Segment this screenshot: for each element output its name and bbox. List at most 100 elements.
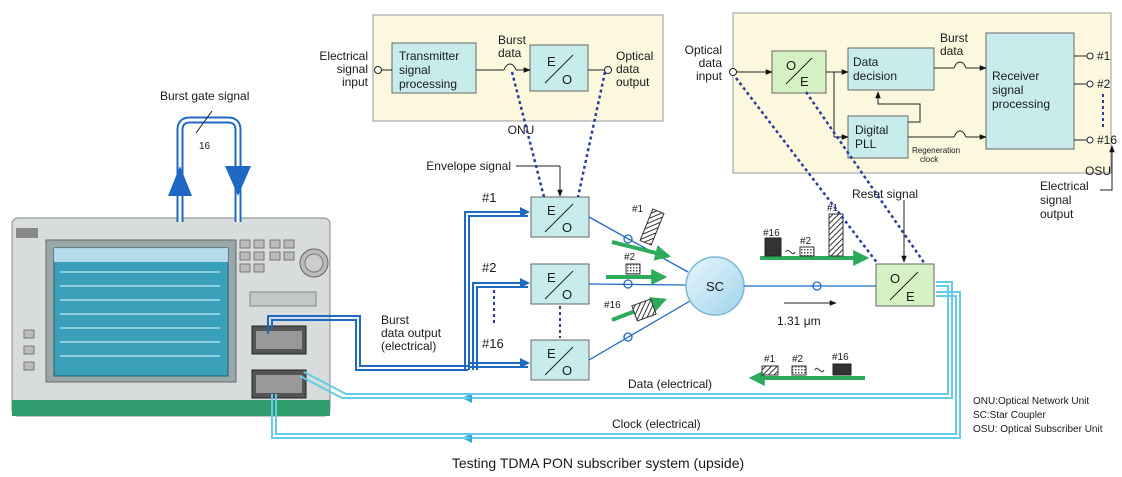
- onu-input-terminal: [374, 66, 382, 74]
- onu-processing-label-2: signal: [399, 63, 430, 77]
- legend-osu: OSU: Optical Subscriber Unit: [973, 424, 1103, 435]
- packet-2-label: #2: [624, 252, 636, 263]
- receiver-label-2: signal: [992, 83, 1023, 97]
- receiver-processing-block: [985, 32, 1075, 150]
- osu-input-label-1: Optical: [685, 43, 722, 57]
- eo16-bottom: O: [562, 363, 572, 378]
- onu-output-terminal: [604, 66, 612, 74]
- osu-clock-switch: [953, 130, 967, 138]
- electrical-output-label-3: output: [1040, 207, 1074, 221]
- packet-1-label: #1: [632, 204, 644, 215]
- burst-data-cable: [267, 207, 530, 371]
- data-decision-block: [847, 47, 935, 91]
- onu-output-label-1: Optical: [616, 49, 653, 63]
- osu-oe-unit-bottom: E: [906, 289, 915, 304]
- burst-gate-label: Burst gate signal: [160, 89, 249, 103]
- packet-16-label: #16: [604, 300, 621, 311]
- train-upper-16: #16: [763, 228, 780, 239]
- eo-converter-1: E O: [530, 196, 590, 238]
- legend-sc: SC:Star Coupler: [973, 410, 1046, 421]
- figure-caption: Testing TDMA PON subscriber system (upsi…: [452, 455, 744, 471]
- burst-output-label-2: data output: [381, 326, 442, 340]
- star-coupler-label: SC: [706, 279, 724, 294]
- osu-output-label-2: #2: [1097, 77, 1111, 91]
- dotted-links: [510, 71, 927, 265]
- instrument-base-strip: [12, 400, 330, 416]
- onu-eo-bottom: O: [562, 72, 572, 87]
- osu-output-label-1: #1: [1097, 49, 1111, 63]
- burst-output-label-1: Burst: [381, 313, 410, 327]
- digital-pll-label-1: Digital: [855, 123, 888, 137]
- osu-input-label-2: data: [699, 56, 723, 70]
- eo16-top: E: [547, 346, 556, 361]
- data-clock-cables: [271, 281, 961, 443]
- osu-oe-unit-top: O: [890, 271, 900, 286]
- osu-output-label-16: #16: [1097, 133, 1117, 147]
- train-upper-2: #2: [800, 236, 812, 247]
- regen-label-2: clock: [920, 155, 939, 164]
- osu-burst-label-1: Burst: [940, 31, 969, 45]
- channel-label-1: #1: [482, 190, 496, 205]
- regen-label-1: Regeneration: [912, 146, 960, 155]
- onu-processing-label-1: Transmitter: [399, 49, 459, 63]
- onu-input-label-3: input: [342, 75, 369, 89]
- gate-arrow-up: [168, 166, 192, 196]
- onu-output-label-2: data: [616, 62, 640, 76]
- onu-panel: Transmitter signal processing E O Burst …: [372, 14, 664, 137]
- osu-name: OSU: [1085, 164, 1111, 178]
- digital-pll-label-2: PLL: [855, 137, 877, 151]
- data-decision-label-2: decision: [853, 69, 897, 83]
- train-lower-16: #16: [832, 352, 849, 363]
- eo-converter-16: E O: [530, 339, 590, 381]
- wavelength-label: 1.31 μm: [777, 314, 821, 328]
- data-line-label: Data (electrical): [628, 377, 712, 391]
- packet-train-upper: #16 #2 #1: [760, 203, 870, 266]
- receiver-label-3: processing: [992, 97, 1050, 111]
- onu-input-label-1: Electrical: [319, 49, 368, 63]
- transmitter-processing-block: [391, 42, 477, 94]
- onu-eo-top: E: [547, 54, 556, 69]
- packet-train-lower: #1 #2 #16: [748, 352, 865, 386]
- clock-line-label: Clock (electrical): [612, 417, 701, 431]
- electrical-output-label-1: Electrical: [1040, 179, 1089, 193]
- fibers-to-sc: [588, 216, 691, 361]
- onu-output-label-3: output: [616, 75, 650, 89]
- channel-label-2: #2: [482, 260, 496, 275]
- osu-output-1: [1086, 52, 1094, 60]
- reset-signal-label: Reset signal: [852, 187, 918, 201]
- train-lower-2: #2: [792, 354, 804, 365]
- osu-panel: O E Data decision Digital PLL Receiver s…: [729, 12, 1112, 178]
- onu-processing-label-3: processing: [399, 77, 457, 91]
- osu-oe-bottom: E: [800, 74, 809, 89]
- onu-burst-switch: [503, 63, 517, 71]
- onu-name: ONU: [508, 123, 535, 137]
- osu-oe-converter: [771, 50, 827, 94]
- onu-eo-converter: [529, 44, 589, 92]
- train-upper-1: #1: [827, 203, 839, 214]
- osu-output-16: [1086, 136, 1094, 144]
- osu-oe-unit: O E: [875, 263, 935, 307]
- osu-burst-switch: [953, 61, 967, 69]
- osu-output-2: [1086, 80, 1094, 88]
- data-decision-label-1: Data: [853, 55, 879, 69]
- onu-burst-label-1: Burst: [498, 33, 527, 47]
- osu-input-label-3: input: [696, 69, 723, 83]
- eo1-bottom: O: [562, 220, 572, 235]
- test-instrument: [11, 217, 331, 417]
- instrument-screen[interactable]: [53, 247, 229, 377]
- legend-onu: ONU:Optical Network Unit: [973, 396, 1089, 407]
- abbreviation-legend: ONU:Optical Network Unit SC:Star Coupler…: [973, 396, 1103, 435]
- eo2-top: E: [547, 270, 556, 285]
- osu-oe-top: O: [786, 58, 796, 73]
- eo1-top: E: [547, 203, 556, 218]
- electrical-output-label-2: signal: [1040, 193, 1071, 207]
- upstream-packets: #1 #2 #16: [604, 204, 672, 322]
- gate-arrow-down: [225, 166, 251, 196]
- burst-output-label-3: (electrical): [381, 339, 436, 353]
- osu-burst-label-2: data: [940, 44, 964, 58]
- train-lower-1: #1: [764, 354, 776, 365]
- gate-count: 16: [199, 141, 211, 152]
- onu-burst-label-2: data: [498, 46, 522, 60]
- channel-label-16: #16: [482, 336, 504, 351]
